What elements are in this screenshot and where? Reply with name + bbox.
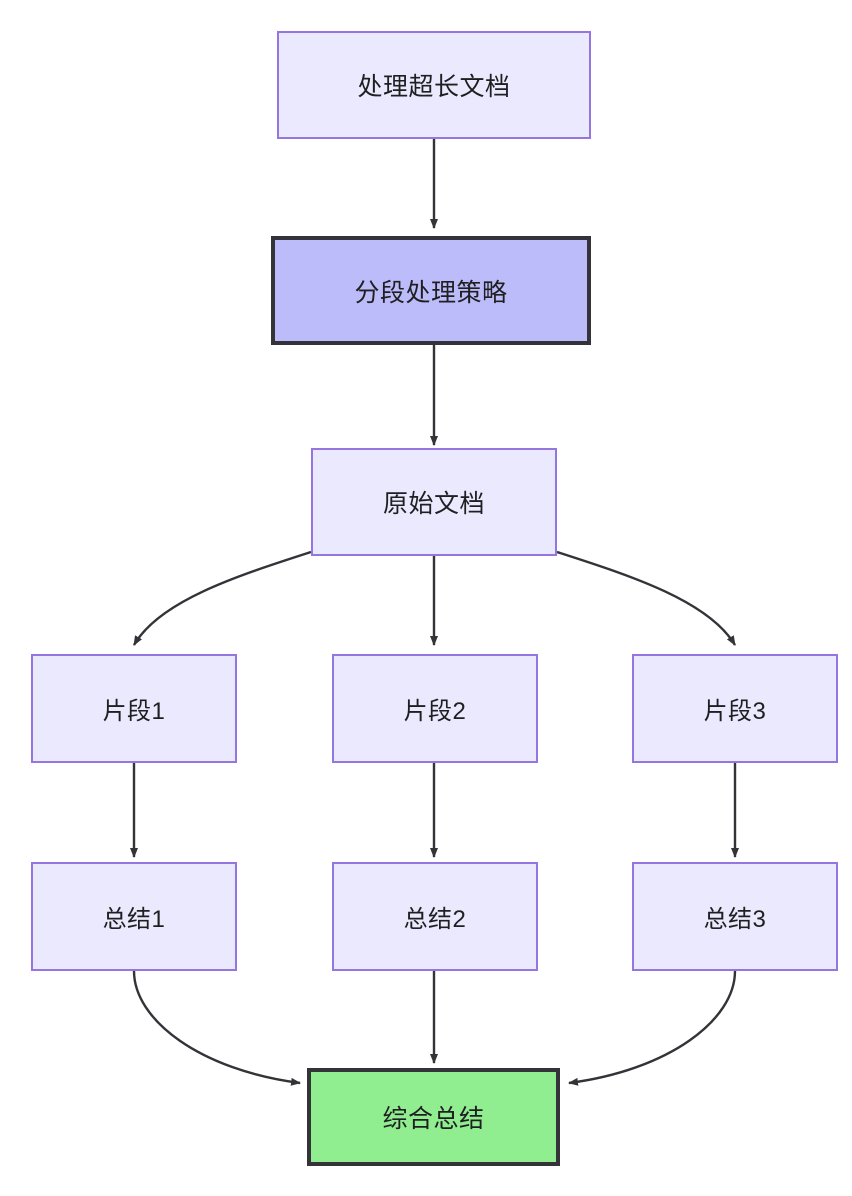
node-label: 片段1 <box>102 698 166 725</box>
node-label: 处理超长文档 <box>357 73 511 101</box>
node-fragment-1[interactable]: 片段1 <box>31 654 237 763</box>
node-label: 总结3 <box>703 906 767 933</box>
node-summary-3[interactable]: 总结3 <box>632 862 838 971</box>
node-label: 分段处理策略 <box>354 278 508 307</box>
node-fragment-3[interactable]: 片段3 <box>632 654 838 763</box>
node-label: 片段3 <box>703 698 767 725</box>
node-label: 综合总结 <box>382 1105 485 1133</box>
edge-source-to-frag1 <box>132 550 312 646</box>
edge-source-to-frag3 <box>556 550 737 646</box>
node-label: 片段2 <box>403 698 467 725</box>
node-label: 总结2 <box>403 906 467 933</box>
edge-sum1-to-final <box>132 970 301 1086</box>
node-source-document[interactable]: 原始文档 <box>311 448 557 556</box>
node-label: 总结1 <box>102 906 166 933</box>
node-process-long-document[interactable]: 处理超长文档 <box>277 31 591 139</box>
edge-sum3-to-final <box>568 970 737 1086</box>
node-summary-2[interactable]: 总结2 <box>332 862 538 971</box>
node-chunking-strategy[interactable]: 分段处理策略 <box>271 236 591 345</box>
node-label: 原始文档 <box>382 490 485 518</box>
node-summary-1[interactable]: 总结1 <box>31 862 237 971</box>
node-fragment-2[interactable]: 片段2 <box>332 654 538 763</box>
node-comprehensive-summary[interactable]: 综合总结 <box>307 1068 560 1166</box>
